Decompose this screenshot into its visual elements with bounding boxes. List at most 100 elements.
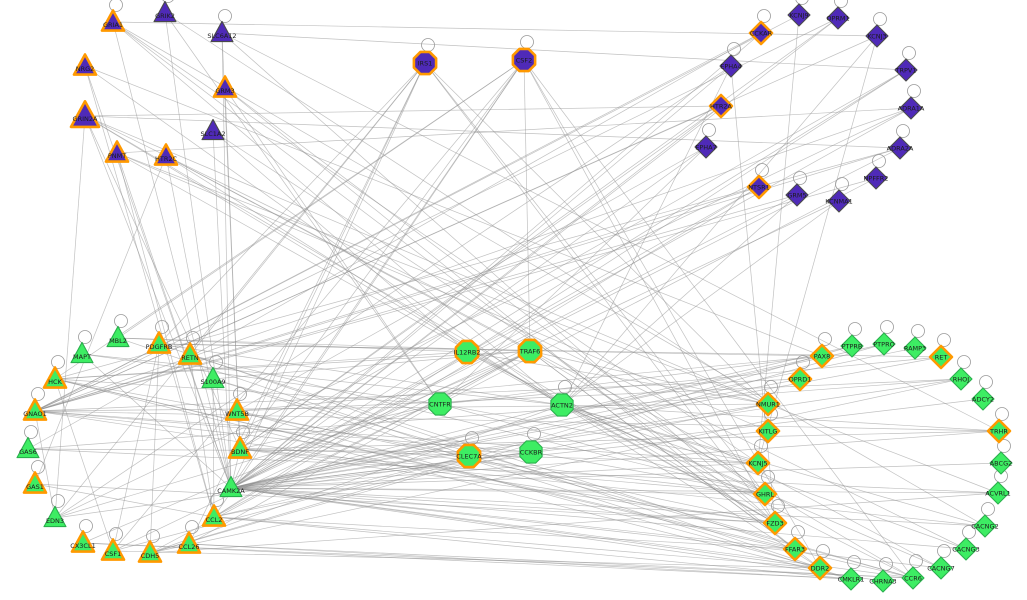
self-loop-edge — [109, 527, 123, 541]
node-CCKAR[interactable] — [748, 20, 774, 46]
node-HTR2A[interactable] — [708, 93, 734, 119]
edge-line — [561, 194, 798, 406]
node-TRAF6[interactable] — [517, 338, 543, 364]
node-PTPRO[interactable] — [872, 332, 896, 356]
node-ACTN2[interactable] — [550, 393, 574, 417]
edge-line — [84, 65, 563, 406]
node-CNTFR[interactable] — [428, 392, 452, 416]
edge-line — [34, 194, 798, 412]
node-DDR2[interactable] — [807, 555, 833, 581]
node-ABCG2[interactable] — [989, 451, 1013, 475]
node-CCR6[interactable] — [901, 566, 925, 590]
node-EPHA7[interactable] — [694, 135, 718, 159]
node-CAMK2A[interactable] — [219, 475, 243, 498]
node-HCK[interactable] — [42, 366, 68, 389]
edge-line — [239, 448, 766, 495]
node-MAPT[interactable] — [70, 341, 94, 364]
node-NTSR1[interactable] — [746, 174, 772, 200]
edge-line — [221, 32, 1000, 432]
self-loop-edge — [957, 355, 971, 369]
node-NRG2[interactable] — [72, 53, 98, 76]
node-GAS6[interactable] — [16, 436, 40, 459]
node-ACVRL1[interactable] — [986, 481, 1010, 505]
node-KCNJ5[interactable] — [745, 450, 771, 476]
node-KCNMA1[interactable] — [827, 189, 851, 213]
node-PTPRB[interactable] — [840, 334, 864, 358]
node-SLC6A12[interactable] — [210, 20, 234, 43]
node-RHOJ[interactable] — [949, 367, 973, 391]
edge-line — [523, 59, 776, 524]
node-WNT5B[interactable] — [224, 398, 250, 421]
node-BDNF[interactable] — [227, 436, 253, 459]
node-GRIN2A[interactable] — [69, 100, 101, 129]
node-CLEC7A[interactable] — [456, 443, 482, 469]
node-CCKBR[interactable] — [519, 440, 543, 464]
node-ADCY2[interactable] — [971, 387, 995, 411]
node-RETN[interactable] — [177, 342, 203, 365]
node-PAX8[interactable] — [809, 343, 835, 369]
octagon-node-shape — [412, 50, 438, 76]
node-TRHR[interactable] — [986, 418, 1012, 444]
edge-line — [149, 343, 885, 554]
node-FZD3[interactable] — [762, 510, 788, 536]
node-CACNG2[interactable] — [973, 514, 997, 538]
edge-line — [165, 155, 821, 569]
node-KCNJ9[interactable] — [787, 3, 811, 27]
node-ADRA2A[interactable] — [888, 136, 912, 160]
node-EDN3[interactable] — [43, 505, 67, 528]
self-loop-edge — [146, 529, 160, 543]
node-NMUR1[interactable] — [755, 391, 781, 417]
node-IL12RB2[interactable] — [454, 339, 480, 365]
node-KCNJ3[interactable] — [865, 24, 889, 48]
node-ADRA1A[interactable] — [899, 96, 923, 120]
node-GRM5[interactable] — [785, 183, 809, 207]
node-GRM3[interactable] — [212, 75, 238, 98]
diamond-node-shape — [708, 93, 734, 119]
edge-line — [213, 69, 907, 518]
node-RET[interactable] — [928, 344, 954, 370]
triangle-node-shape — [212, 75, 238, 98]
node-S100A9[interactable] — [201, 366, 225, 389]
node-CHRNA3[interactable] — [871, 569, 895, 593]
node-HTR2C[interactable] — [153, 143, 179, 166]
node-GNAO1[interactable] — [22, 398, 48, 421]
node-SLC1A2[interactable] — [201, 118, 225, 141]
node-CSF1[interactable] — [100, 538, 126, 561]
edge-line — [158, 62, 426, 345]
node-TRPV1[interactable] — [894, 58, 918, 82]
edge-line — [230, 403, 769, 489]
node-PNMT[interactable] — [104, 140, 130, 163]
self-loop-edge — [421, 38, 435, 52]
node-CCL2[interactable] — [201, 504, 227, 527]
node-PDGFRB[interactable] — [146, 331, 172, 354]
node-RAMP3[interactable] — [903, 336, 927, 360]
node-GRIA1[interactable] — [100, 9, 126, 32]
triangle-node-shape — [224, 398, 250, 421]
node-KITLG[interactable] — [755, 418, 781, 444]
node-OPRM1[interactable] — [826, 6, 850, 30]
node-CACNG7[interactable] — [929, 556, 953, 580]
node-GAS1[interactable] — [22, 471, 48, 494]
node-CX3CL1[interactable] — [70, 530, 96, 553]
node-FFAR3[interactable] — [782, 536, 808, 562]
edge-line — [561, 65, 732, 406]
node-EPHA4[interactable] — [719, 54, 743, 78]
node-GRIK2[interactable] — [153, 0, 177, 23]
node-IRS1[interactable] — [412, 50, 438, 76]
node-OPRD1[interactable] — [787, 366, 813, 392]
node-CCL26[interactable] — [176, 531, 202, 554]
node-CSF2[interactable] — [511, 47, 537, 73]
edge-line — [230, 59, 525, 489]
node-MBL2[interactable] — [106, 325, 130, 348]
edge-line — [34, 410, 1000, 432]
edge-line — [230, 430, 769, 489]
node-CMKLR1[interactable] — [839, 567, 863, 591]
diamond-node-shape — [928, 344, 954, 370]
triangle-node-shape — [137, 540, 163, 563]
node-CDH5[interactable] — [137, 540, 163, 563]
node-NPFFR2[interactable] — [864, 166, 888, 190]
edge-line — [116, 152, 999, 494]
nodes-layer — [16, 0, 1013, 593]
node-CACNG3[interactable] — [954, 537, 978, 561]
node-GHRL[interactable] — [752, 481, 778, 507]
